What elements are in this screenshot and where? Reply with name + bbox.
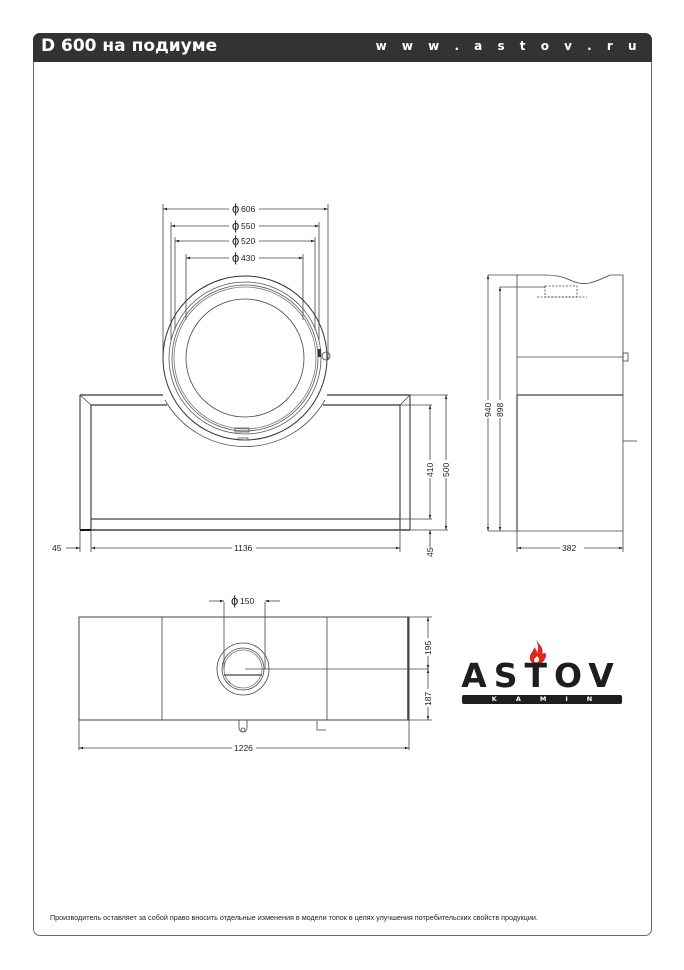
dim-606: 606	[241, 204, 255, 214]
diameter-icon: ϕ	[232, 233, 239, 248]
astov-logo: ASTOV KAMIN	[458, 637, 628, 709]
dim-410: 410	[425, 463, 435, 477]
dim-187: 187	[423, 692, 433, 706]
dim-195: 195	[423, 641, 433, 655]
disclaimer-text: Производитель оставляет за собой право в…	[50, 913, 538, 922]
diameter-icon: ϕ	[232, 218, 239, 233]
flame-icon	[529, 640, 546, 664]
dim-500: 500	[441, 463, 451, 477]
dim-150: 150	[240, 596, 254, 606]
dim-45-bottom: 45	[425, 547, 435, 557]
dim-520: 520	[241, 236, 255, 246]
dim-898: 898	[495, 403, 505, 417]
diameter-icon: ϕ	[231, 593, 238, 608]
dim-940: 940	[483, 403, 493, 417]
top-view	[78, 599, 432, 750]
side-view	[486, 274, 637, 552]
header-bar: D 600 на подиуме w w w . a s t o v . r u	[33, 33, 652, 62]
logo-subtitle: KAMIN	[491, 694, 612, 703]
dim-430: 430	[241, 253, 255, 263]
diameter-icon: ϕ	[232, 201, 239, 216]
dim-1136: 1136	[234, 543, 253, 553]
diameter-icon: ϕ	[232, 250, 239, 265]
logo-bar	[462, 695, 622, 704]
website-link[interactable]: w w w . a s t o v . r u	[375, 39, 642, 53]
dim-382: 382	[562, 543, 576, 553]
logo-name: ASTOV	[461, 656, 621, 695]
dim-1226: 1226	[234, 743, 253, 753]
page-frame	[33, 33, 652, 936]
page-title: D 600 на подиуме	[41, 36, 218, 56]
dim-550: 550	[241, 221, 255, 231]
dim-45-left: 45	[52, 543, 62, 553]
